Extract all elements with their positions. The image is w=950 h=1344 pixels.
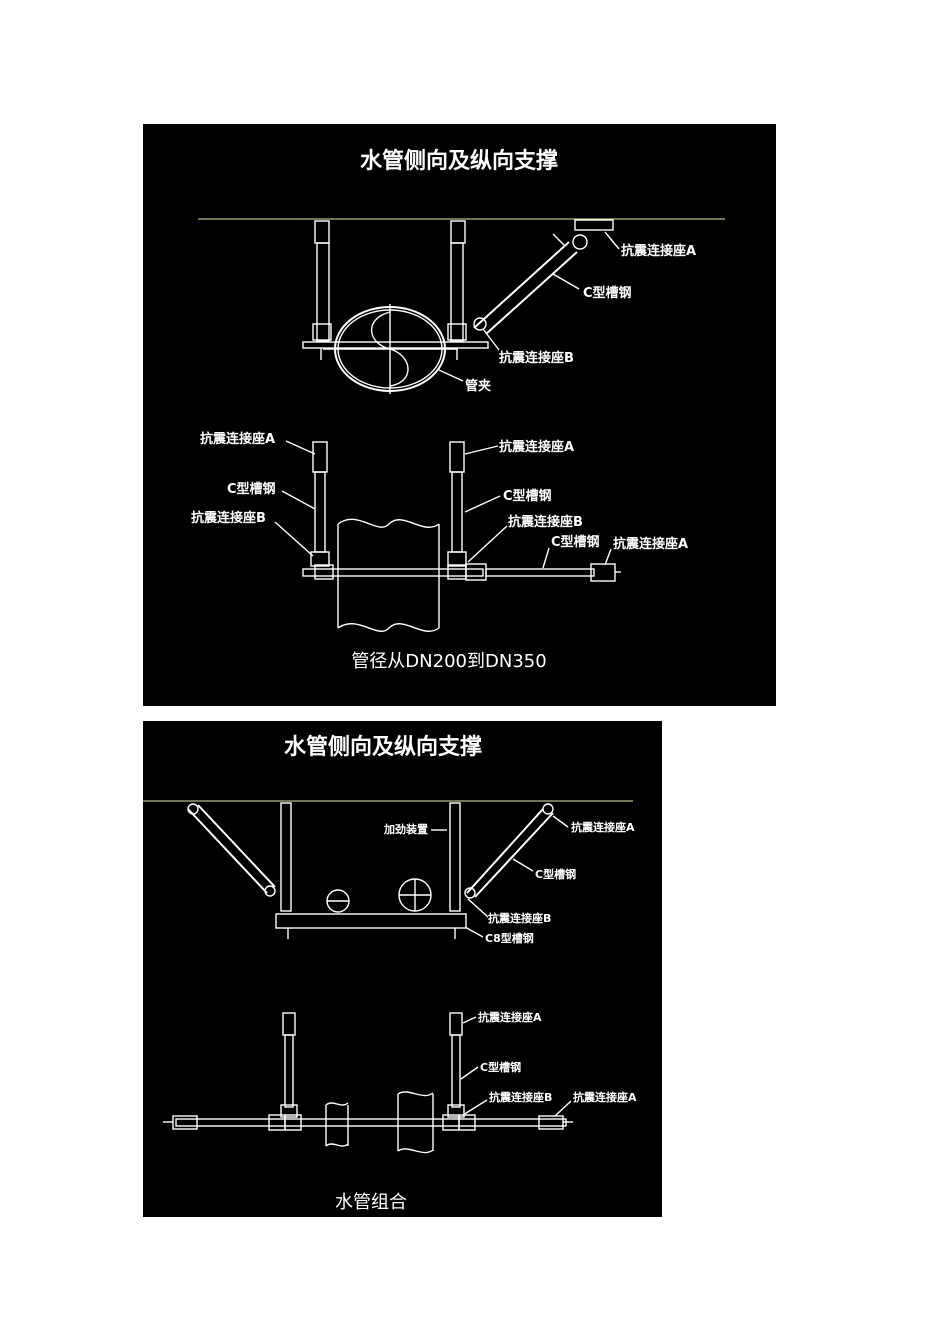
label-plan-right-c-channel: C型槽钢 [503,488,552,504]
label-c8-channel: C8型槽钢 [485,931,534,945]
left-diagonal-brace [187,803,276,897]
right-hanger [447,220,467,342]
plan-right-strut [447,441,467,567]
plan-left-strut-2 [280,1012,298,1118]
plan-long-bar [175,1118,567,1127]
label-c-channel-2: C型槽钢 [535,867,576,881]
label-pipe-clamp: 管夹 [465,378,491,394]
label-plan-left-c-channel: C型槽钢 [227,481,276,497]
plan-small-pipe [325,1102,349,1147]
panel2-caption: 水管组合 [335,1192,407,1213]
label-plan-left-anchor-a: 抗震连接座A [200,431,275,447]
right-diagonal-brace [464,803,554,899]
panel1-caption: 管径从DN200到DN350 [351,651,546,672]
panel2-title: 水管侧向及纵向支撑 [284,734,482,760]
small-pipe [326,889,350,913]
panel2-drawing: 水管侧向及纵向支撑 [143,734,637,1213]
diagram-panel-dn200-dn350: 水管侧向及纵向支撑 [143,124,776,706]
label-plan-end-anchor-a-2: 抗震连接座A [573,1090,637,1104]
label-plan-right-anchor-b: 抗震连接座B [508,514,583,530]
label-anchor-a: 抗震连接座A [621,243,696,259]
right-hanger-2 [449,802,461,912]
label-plan-c-channel-2: C型槽钢 [480,1060,521,1074]
diagram-panel-water-pipe-combination: 水管侧向及纵向支撑 [143,721,662,1217]
label-stiffener: 加劲装置 [383,822,428,836]
large-pipe [398,878,432,912]
bottom-crossbar [302,341,489,349]
vertical-pipe [337,518,440,632]
c8-channel [275,913,467,929]
plan-large-pipe [397,1091,434,1154]
label-plan-left-anchor-b: 抗震连接座B [191,510,266,526]
label-anchor-b-2: 抗震连接座B [488,911,551,925]
left-hanger [312,220,332,342]
panel1-title: 水管侧向及纵向支撑 [360,148,558,174]
plan-crossbar [302,568,484,577]
label-plan-anchor-a-2: 抗震连接座A [478,1010,542,1024]
diagonal-brace [473,219,614,335]
panel1-drawing: 水管侧向及纵向支撑 [191,148,725,672]
pipe-with-clamp [323,304,458,394]
label-anchor-b: 抗震连接座B [499,350,574,366]
plan-left-strut [310,441,330,567]
label-anchor-a-2: 抗震连接座A [571,820,635,834]
plan-right-strut-2 [447,1012,465,1118]
label-plan-right-anchor-a: 抗震连接座A [499,439,574,455]
plan-long-brace [485,568,595,577]
left-hanger-2 [280,802,292,912]
label-plan-long-anchor-a: 抗震连接座A [613,536,688,552]
label-plan-anchor-b-2: 抗震连接座B [489,1090,552,1104]
label-c-channel: C型槽钢 [583,285,632,301]
label-plan-long-c-channel: C型槽钢 [551,534,600,550]
